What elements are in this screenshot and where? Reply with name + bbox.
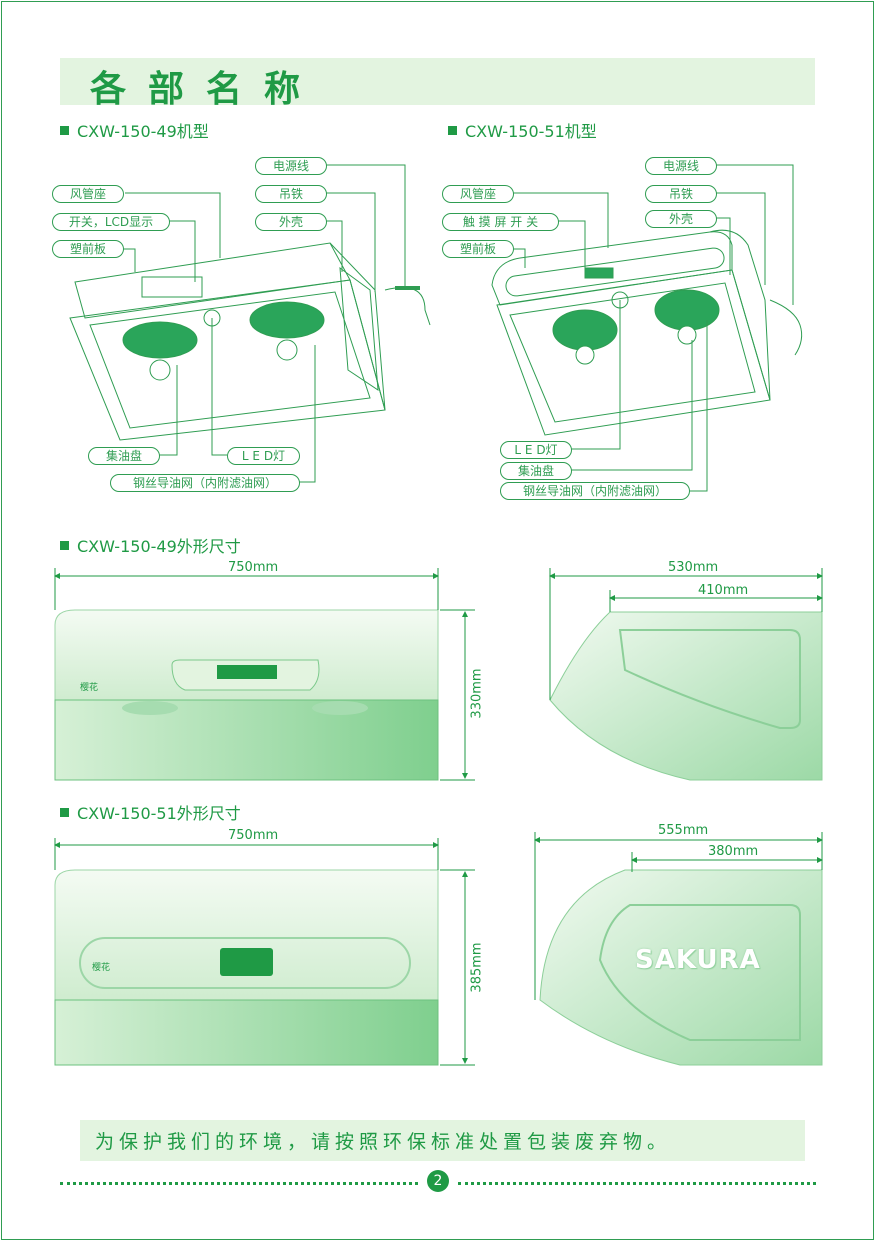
brand-logo-49: 樱花 <box>80 683 99 693</box>
hood-49-diagram <box>69 164 431 483</box>
dotted-divider-left <box>60 1172 418 1185</box>
dim-depth-49: 530mm <box>668 560 719 575</box>
side-view-49 <box>549 611 823 781</box>
label-housing: 外壳 <box>255 213 327 231</box>
label-filter: 钢丝导油网（内附滤油网） <box>110 474 300 492</box>
square-bullet-icon <box>60 541 69 550</box>
dotted-divider-right <box>458 1172 816 1185</box>
dim-height-51: 385mm <box>469 942 485 993</box>
title-band <box>60 58 815 105</box>
label-duct-seat: 风管座 <box>52 185 124 203</box>
dim-heading-51: CXW-150-51外形尺寸 <box>60 800 241 824</box>
label-front-panel: 塑前板 <box>442 240 514 258</box>
label-led: L E D灯 <box>500 441 572 459</box>
dim-heading-49: CXW-150-49外形尺寸 <box>60 533 241 557</box>
dim-depth-inner-51: 380mm <box>708 844 759 859</box>
front-view-49 <box>54 609 439 781</box>
heading-text: CXW-150-51机型 <box>465 122 597 141</box>
page-title: 各部名称 <box>90 69 323 110</box>
dim-depth-inner-49: 410mm <box>698 583 749 598</box>
footer-band <box>80 1120 805 1161</box>
dim-height-49: 330mm <box>469 668 485 719</box>
label-hanger: 吊铁 <box>645 185 717 203</box>
square-bullet-icon <box>60 126 69 135</box>
environment-notice: 为保护我们的环境，请按照环保标准处置包装废弃物。 <box>95 1131 672 1153</box>
label-filter: 钢丝导油网（内附滤油网） <box>500 482 690 500</box>
label-touch-switch: 触 摸 屏 开 关 <box>442 213 559 231</box>
label-oil-cup: 集油盘 <box>88 447 160 465</box>
hood-51-diagram <box>491 164 803 492</box>
heading-text: CXW-150-51外形尺寸 <box>77 804 241 823</box>
brand-logo-51: 樱花 <box>92 963 111 973</box>
square-bullet-icon <box>448 126 457 135</box>
label-power-cord: 电源线 <box>255 157 327 175</box>
section-heading-51: CXW-150-51机型 <box>448 118 597 142</box>
label-front-panel: 塑前板 <box>52 240 124 258</box>
label-housing: 外壳 <box>645 210 717 228</box>
side-view-51 <box>539 869 823 1066</box>
label-duct-seat: 风管座 <box>442 185 514 203</box>
dim-width-51: 750mm <box>228 828 279 843</box>
sakura-side-logo: SAKURA <box>635 945 761 975</box>
label-oil-cup: 集油盘 <box>500 462 572 480</box>
label-hanger: 吊铁 <box>255 185 327 203</box>
heading-text: CXW-150-49外形尺寸 <box>77 537 241 556</box>
dim-width-49: 750mm <box>228 560 279 575</box>
front-view-51 <box>54 869 439 1066</box>
label-switch-lcd: 开关，LCD显示 <box>52 213 170 231</box>
label-led: L E D灯 <box>227 447 300 465</box>
dim-depth-51: 555mm <box>658 823 709 838</box>
section-heading-49: CXW-150-49机型 <box>60 118 209 142</box>
dimension-lines <box>54 568 823 1066</box>
heading-text: CXW-150-49机型 <box>77 122 209 141</box>
square-bullet-icon <box>60 808 69 817</box>
page-number: 2 <box>427 1170 449 1192</box>
label-power-cord: 电源线 <box>645 157 717 175</box>
